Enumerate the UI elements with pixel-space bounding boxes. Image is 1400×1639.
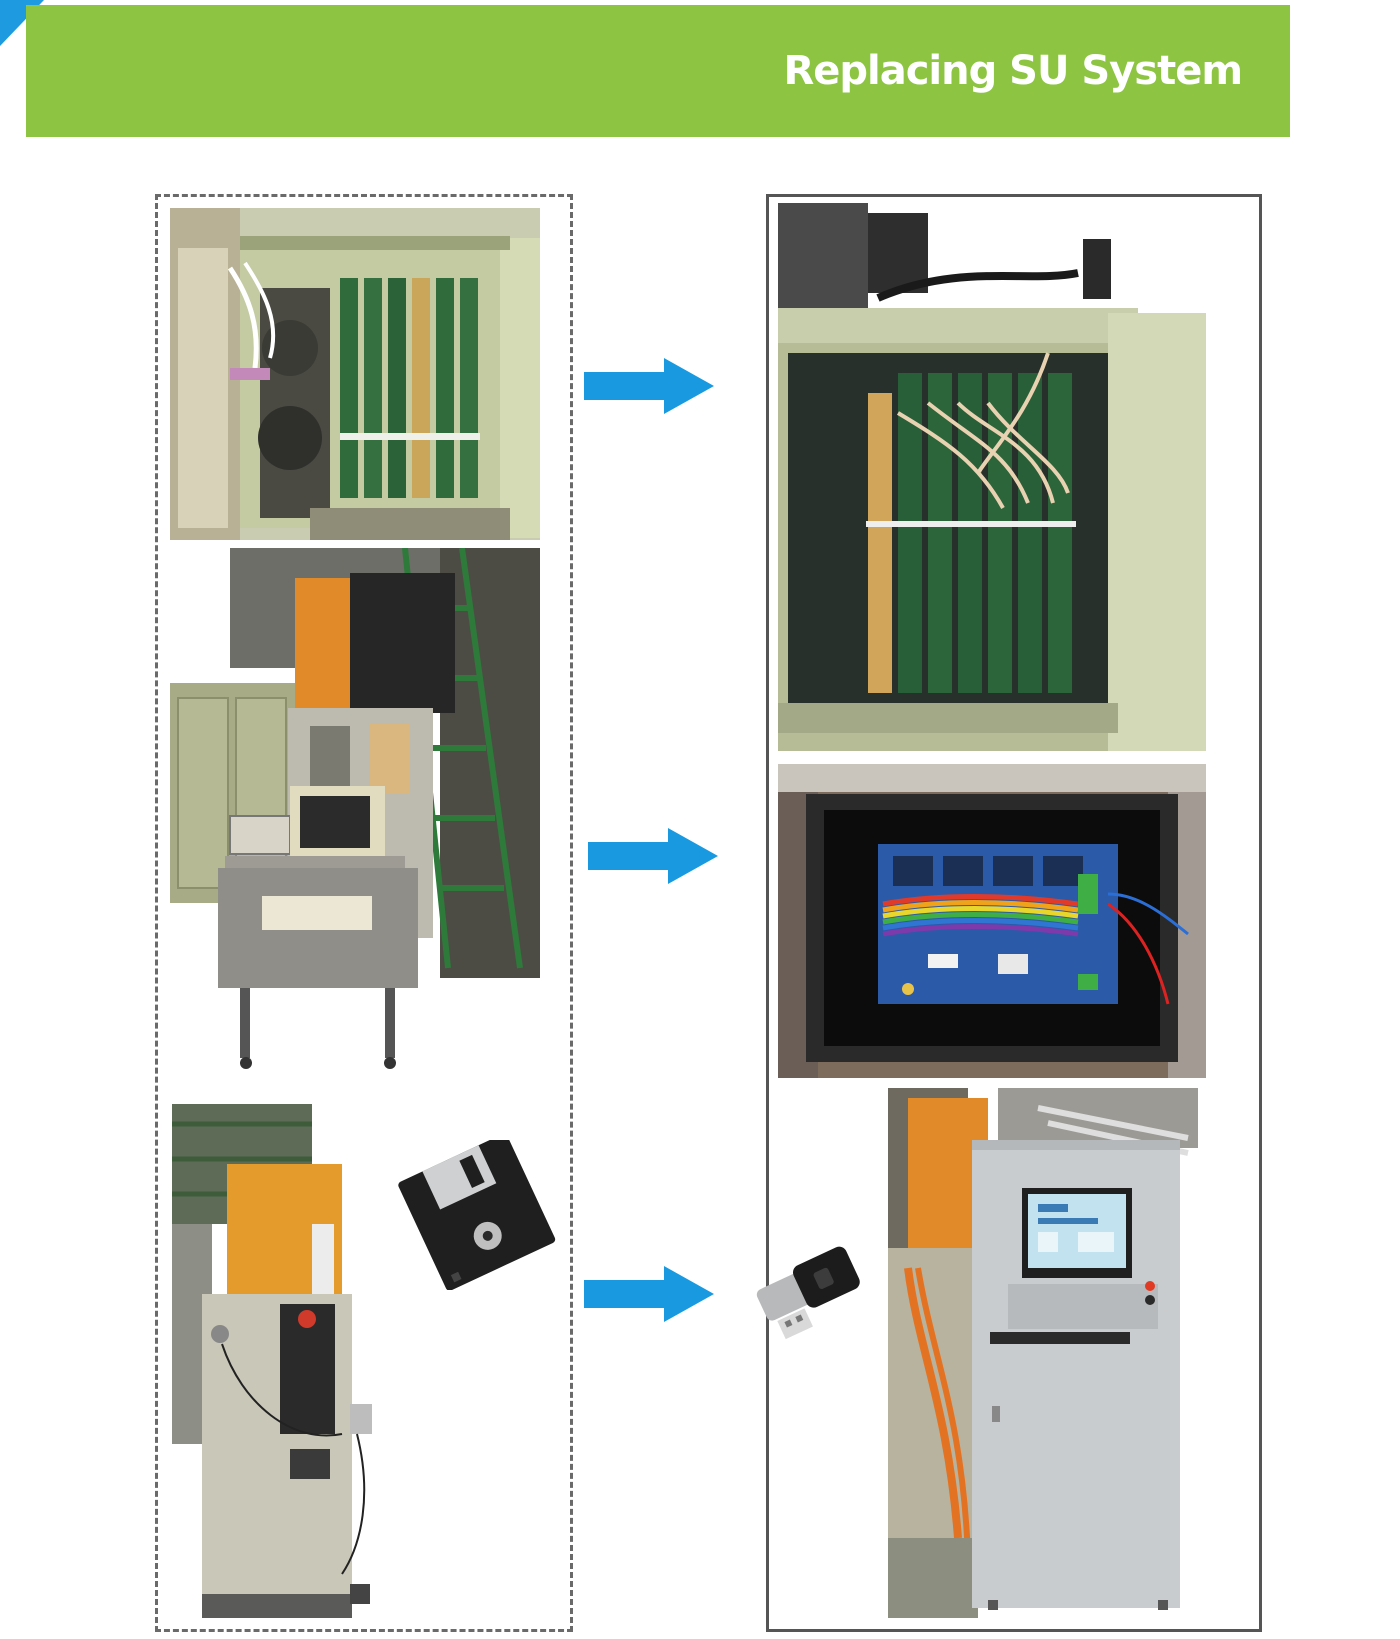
arrow-right-icon xyxy=(588,828,718,888)
old-card-rack-photo xyxy=(170,208,540,540)
old-system-panel xyxy=(155,194,573,1632)
old-terminal-photo xyxy=(170,548,540,1090)
header-banner: Replacing SU System xyxy=(26,5,1290,137)
arrow-right-icon xyxy=(584,1266,714,1326)
old-cabinet-photo xyxy=(172,1104,388,1618)
new-card-rack-photo xyxy=(778,203,1206,751)
arrow-right-icon xyxy=(584,358,714,418)
new-cabinet-photo xyxy=(888,1088,1200,1618)
new-control-board-photo xyxy=(778,764,1206,1078)
page-title: Replacing SU System xyxy=(783,48,1243,94)
usb-drive-icon xyxy=(748,1232,872,1342)
new-system-panel xyxy=(766,194,1262,1632)
floppy-disk-icon xyxy=(398,1140,558,1290)
